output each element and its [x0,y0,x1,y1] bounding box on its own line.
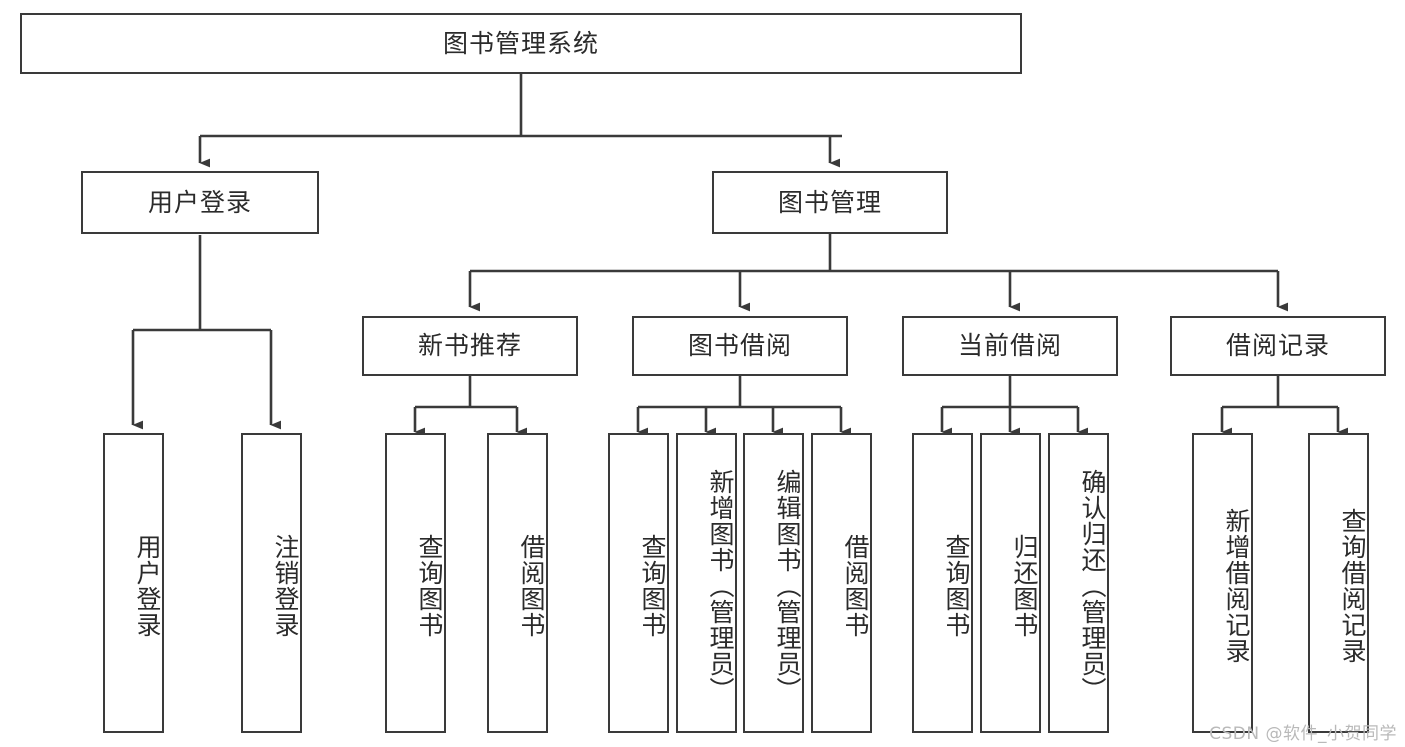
leaf-borrow-query-book[interactable]: 查询图书 [608,433,669,733]
node-label: 注销登录 [271,534,300,638]
leaf-borrow-borrow-book[interactable]: 借阅图书 [811,433,872,733]
leaf-current-confirm-return-admin[interactable]: 确认归还（管理员） [1048,433,1109,733]
node-label: 确认归还（管理员） [1078,469,1107,703]
node-borrow-record[interactable]: 借阅记录 [1170,316,1386,376]
node-label: 编辑图书（管理员） [773,469,802,703]
leaf-new-book-borrow[interactable]: 借阅图书 [487,433,548,733]
node-user-login[interactable]: 用户登录 [81,171,319,234]
node-label: 新书推荐 [417,331,522,361]
node-label: 图书管理系统 [442,28,599,58]
node-root-book-management-system[interactable]: 图书管理系统 [20,13,1022,74]
leaf-borrow-edit-book-admin[interactable]: 编辑图书（管理员） [743,433,804,733]
node-label: 查询图书 [942,534,971,638]
leaf-current-return-book[interactable]: 归还图书 [980,433,1041,733]
node-book-borrow[interactable]: 图书借阅 [632,316,848,376]
leaf-current-query-book[interactable]: 查询图书 [912,433,973,733]
node-label: 图书管理 [777,187,882,217]
leaf-record-add-record[interactable]: 新增借阅记录 [1192,433,1253,733]
node-label: 借阅记录 [1225,331,1330,361]
leaf-borrow-add-book-admin[interactable]: 新增图书（管理员） [676,433,737,733]
node-label: 归还图书 [1010,534,1039,638]
node-label: 用户登录 [147,187,252,217]
node-label: 新增借阅记录 [1222,508,1251,664]
leaf-user-login-login[interactable]: 用户登录 [103,433,164,733]
node-book-management[interactable]: 图书管理 [712,171,948,234]
node-new-book-recommend[interactable]: 新书推荐 [362,316,578,376]
node-label: 图书借阅 [687,331,792,361]
leaf-user-login-logout[interactable]: 注销登录 [241,433,302,733]
node-current-borrow[interactable]: 当前借阅 [902,316,1118,376]
leaf-new-book-query[interactable]: 查询图书 [385,433,446,733]
leaf-record-query-record[interactable]: 查询借阅记录 [1308,433,1369,733]
node-label: 查询图书 [415,534,444,638]
csdn-watermark: CSDN @软件_小贺同学 [1209,724,1397,744]
node-label: 查询借阅记录 [1338,508,1367,664]
node-label: 查询图书 [638,534,667,638]
node-label: 新增图书（管理员） [706,469,735,703]
node-label: 借阅图书 [841,534,870,638]
node-label: 当前借阅 [957,331,1062,361]
node-label: 用户登录 [133,534,162,638]
node-label: 借阅图书 [517,534,546,638]
